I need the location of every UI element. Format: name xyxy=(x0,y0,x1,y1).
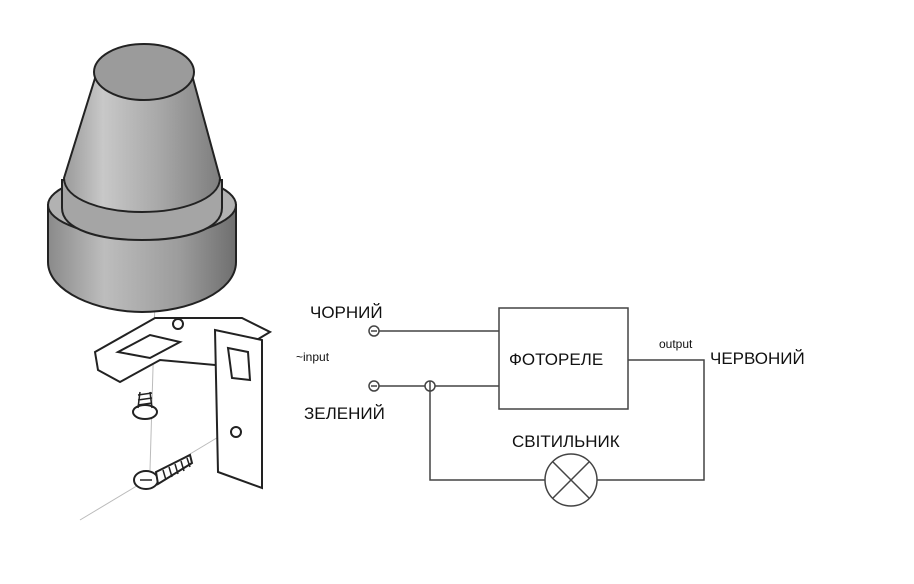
sensor-dome-top xyxy=(93,43,195,101)
green-wire-label: ЗЕЛЕНИЙ xyxy=(304,404,385,423)
lamp-label: СВІТИЛЬНИК xyxy=(512,432,620,451)
small-screw xyxy=(132,391,158,420)
black-wire-label: ЧОРНИЙ xyxy=(310,303,383,322)
lamp-circuit-right xyxy=(597,359,705,481)
bracket-hole xyxy=(230,426,242,438)
photo-relay-device-illustration xyxy=(47,43,273,521)
lamp-symbol-icon xyxy=(544,453,598,507)
bracket-hole xyxy=(172,318,184,330)
lamp-circuit-left xyxy=(429,391,545,481)
photo-relay-box xyxy=(498,307,629,410)
input-label: ~input xyxy=(296,350,330,364)
red-wire-label: ЧЕРВОНИЙ xyxy=(710,349,805,368)
photo-relay-label: ФОТОРЕЛЕ xyxy=(509,350,603,369)
output-label: output xyxy=(659,337,693,351)
mounting-bracket-wall xyxy=(213,328,263,490)
bracket-slot xyxy=(115,333,183,360)
sensor-cone xyxy=(62,74,222,214)
bracket-bend xyxy=(226,346,252,382)
long-screw xyxy=(133,453,194,490)
wiring-schematic xyxy=(368,307,705,507)
